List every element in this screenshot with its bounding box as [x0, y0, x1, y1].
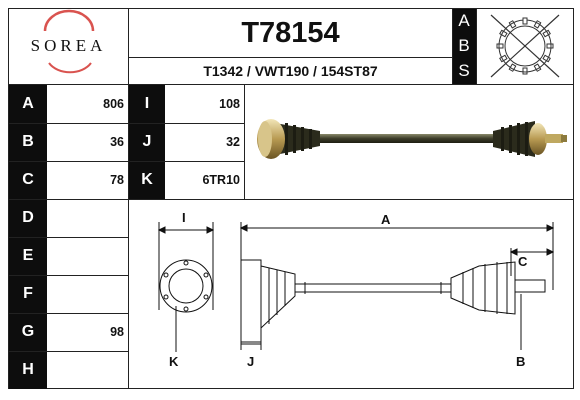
cross-references: T1342 / VWT190 / 154ST87	[203, 63, 378, 79]
spec-value-j: 32	[226, 135, 240, 149]
spec-value-e	[47, 237, 128, 275]
spec-row-divider	[8, 199, 128, 200]
spec-value-a: 806	[103, 97, 124, 111]
brand-name: SOREA	[30, 36, 107, 55]
divider-photo-diagram	[128, 199, 574, 200]
spec-label-i: I	[129, 85, 165, 123]
spec-value-d	[47, 199, 128, 237]
dimension-label-j: J	[247, 354, 254, 369]
spec-label-e: E	[9, 237, 47, 275]
abs-column: A B S	[453, 9, 476, 84]
divider-abs-icon	[476, 8, 477, 84]
datasheet-frame	[8, 8, 574, 389]
spec-value-k: 6TR10	[202, 173, 240, 187]
spec-row-divider	[8, 275, 128, 276]
abs-letter-b: B	[458, 36, 470, 55]
divider-header-body	[8, 84, 574, 85]
spec2-row-divider	[128, 161, 244, 162]
spec-value-c: 78	[110, 173, 124, 187]
divider-left-column	[128, 8, 129, 389]
spec-label-d: D	[9, 199, 47, 237]
dimension-label-i: I	[182, 210, 186, 225]
spec-value-f	[47, 275, 128, 313]
spec-value-h	[47, 351, 128, 389]
spec-label-a: A	[9, 85, 47, 123]
brand-logo: SOREA	[9, 9, 128, 84]
brand-swoosh-icon	[43, 9, 95, 74]
dimension-label-a: A	[381, 212, 391, 227]
technical-drawing: I A C K J B	[129, 200, 573, 388]
spec-row-divider	[8, 123, 128, 124]
spec-row-divider	[8, 237, 128, 238]
divider-specs2-photo	[244, 84, 245, 199]
spec-label-k: K	[129, 161, 165, 199]
dimension-label-b: B	[516, 354, 525, 369]
spec-label-j: J	[129, 123, 165, 161]
spec-label-g: G	[9, 313, 47, 351]
spec-row-divider	[8, 313, 128, 314]
spec-value-i: 108	[219, 97, 240, 111]
abs-letter-a: A	[458, 11, 470, 30]
spec-row-divider	[8, 161, 128, 162]
dimension-label-c: C	[518, 254, 528, 269]
spec-value-b: 36	[110, 135, 124, 149]
crossed-out-abs-ring-icon	[477, 9, 573, 84]
spec-label-c: C	[9, 161, 47, 199]
product-photo	[245, 85, 573, 199]
spec2-row-divider	[128, 123, 244, 124]
spec-value-g: 98	[110, 325, 124, 339]
dimension-label-k: K	[169, 354, 179, 369]
abs-letter-s: S	[458, 61, 470, 80]
part-number: T78154	[241, 16, 340, 49]
divider-title-references	[128, 57, 452, 58]
spec-label-h: H	[9, 351, 47, 389]
spec-label-b: B	[9, 123, 47, 161]
spec-row-divider	[8, 351, 128, 352]
spec-label-f: F	[9, 275, 47, 313]
divider-header-abs	[452, 8, 453, 84]
